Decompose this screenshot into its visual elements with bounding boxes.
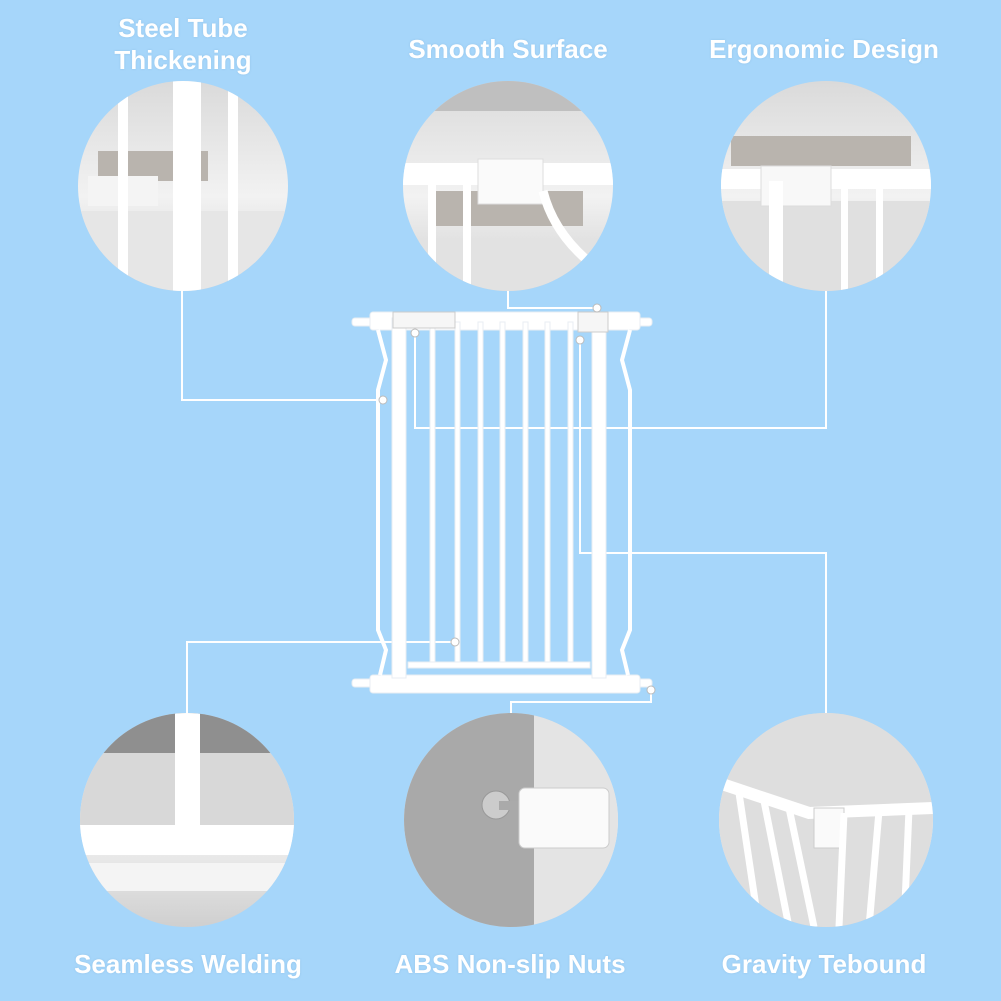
feature-label-seamless-welding: Seamless Welding [74, 949, 302, 979]
connector-dots [378, 303, 656, 695]
feature-label-gravity-rebound: Gravity Tebound [721, 949, 927, 979]
feature-label-smooth-surface: Smooth Surface [408, 34, 608, 64]
label-line: Steel Tube [118, 13, 248, 43]
detail-photo-smooth-surface [403, 81, 613, 291]
baby-gate [351, 311, 653, 694]
feature-label-ergonomic-design: Ergonomic Design [709, 34, 939, 64]
feature-label-abs-nuts: ABS Non-slip Nuts [394, 949, 626, 979]
detail-photo-gravity-rebound [719, 713, 933, 927]
detail-photo-steel-tube [78, 81, 288, 291]
connector-lines [181, 291, 827, 713]
label-line: Thickening [114, 45, 252, 75]
